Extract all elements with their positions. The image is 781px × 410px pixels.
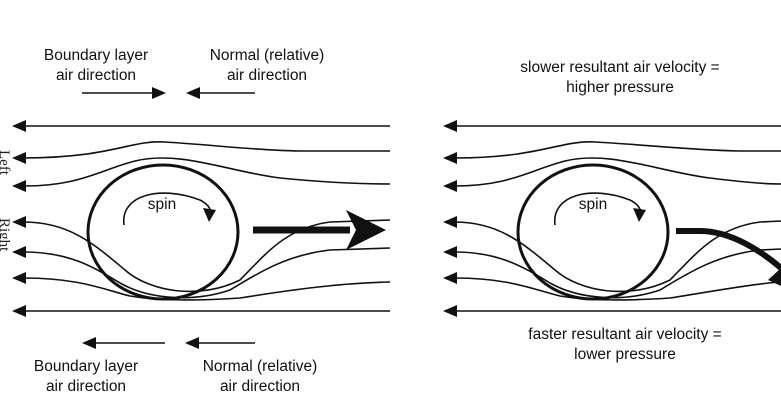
lower-pressure-label-line2: lower pressure <box>574 346 676 363</box>
normal-air-label-top: Normal (relative) air direction <box>192 46 342 86</box>
edge-text-right: Right <box>0 218 12 252</box>
normal-air-label-bottom: Normal (relative) air direction <box>185 357 335 397</box>
spin-label-left: spin <box>147 196 177 213</box>
lower-pressure-label: faster resultant air velocity = lower pr… <box>490 325 760 365</box>
normal-air-label-bottom-line1: Normal (relative) <box>202 358 318 375</box>
left-panel <box>12 87 391 349</box>
boundary-layer-arrow-bottom <box>82 337 165 349</box>
streamlines-right <box>443 120 781 317</box>
higher-pressure-label: slower resultant air velocity = higher p… <box>480 58 760 98</box>
force-arrow-left <box>253 210 386 250</box>
normal-air-label-top-line1: Normal (relative) <box>209 47 325 64</box>
edge-text-left: Left <box>0 150 12 175</box>
boundary-layer-label-bottom-line2: air direction <box>45 378 127 395</box>
ball-right <box>516 163 670 301</box>
spin-label-right: spin <box>578 196 608 213</box>
force-arrow-right <box>676 228 781 286</box>
higher-pressure-label-line2: higher pressure <box>566 79 674 96</box>
boundary-layer-label-top: Boundary layer air direction <box>26 46 166 86</box>
normal-air-label-top-line2: air direction <box>226 67 308 84</box>
ball-left <box>86 163 240 301</box>
normal-air-arrow-top <box>186 87 255 99</box>
streamlines-left <box>12 120 391 317</box>
boundary-layer-label-top-line2: air direction <box>55 67 137 84</box>
boundary-layer-arrow-top <box>82 87 166 99</box>
right-panel <box>443 120 781 317</box>
boundary-layer-label-bottom: Boundary layer air direction <box>16 357 156 397</box>
boundary-layer-label-bottom-line1: Boundary layer <box>33 358 139 375</box>
normal-air-label-bottom-line2: air direction <box>219 378 301 395</box>
higher-pressure-label-line1: slower resultant air velocity = <box>520 59 720 76</box>
boundary-layer-label-top-line1: Boundary layer <box>43 47 149 64</box>
lower-pressure-label-line1: faster resultant air velocity = <box>528 326 722 343</box>
normal-air-arrow-bottom <box>185 337 255 349</box>
